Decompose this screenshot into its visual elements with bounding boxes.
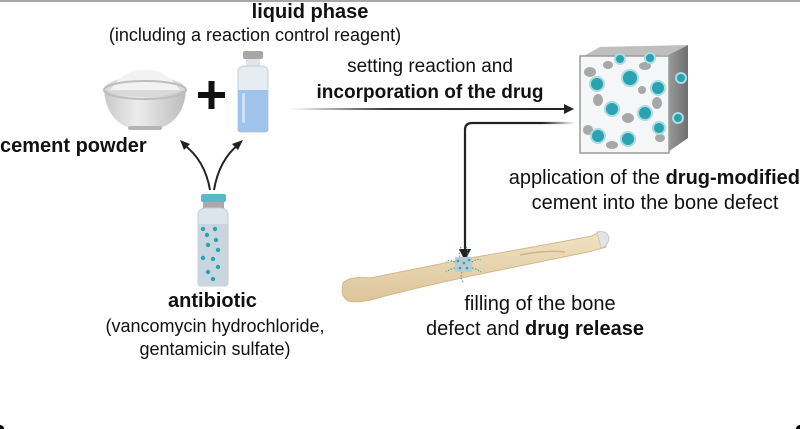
- cement-powder-label: cement powder: [0, 135, 147, 157]
- antibiotic-vial-icon: [197, 194, 229, 287]
- split-arrows: [182, 143, 240, 191]
- bone-with-defect-icon: [341, 231, 610, 303]
- bowl-with-powder-icon: [103, 69, 187, 130]
- porous-cement-cube-icon: [579, 45, 688, 154]
- arrow-to-cube: [290, 104, 574, 114]
- application-line1-bold: drug-modified: [665, 167, 800, 189]
- corner-mark: [0, 425, 4, 429]
- antibiotic-line2: gentamicin sulfate): [139, 339, 291, 359]
- filling-line2: defect and drug release: [405, 317, 665, 341]
- setting-reaction-line2: incorporation of the drug: [316, 82, 544, 103]
- liquid-vial-icon: [237, 51, 269, 133]
- plus-icon: [198, 81, 225, 109]
- arrow-to-bone: [459, 121, 575, 261]
- application-line2: cement into the bone defect: [531, 192, 779, 214]
- setting-reaction-line1: setting reaction and: [347, 56, 513, 77]
- arrowhead-left: [180, 140, 190, 150]
- application-line1: application of the drug-modified: [470, 166, 800, 190]
- arrowhead-right: [232, 140, 243, 150]
- corner-mark: [796, 425, 800, 429]
- antibiotic-line1: (vancomycin hydrochloride,: [105, 316, 325, 336]
- liquid-phase-subtitle: (including a reaction control reagent): [108, 25, 402, 45]
- application-line1-regular: application of the: [508, 167, 666, 189]
- filling-line2-regular: defect and: [426, 318, 525, 340]
- filling-line1: filling of the bone: [464, 293, 616, 315]
- antibiotic-title: antibiotic: [168, 290, 257, 312]
- filling-line2-bold: drug release: [525, 318, 644, 340]
- liquid-phase-title: liquid phase: [251, 1, 369, 23]
